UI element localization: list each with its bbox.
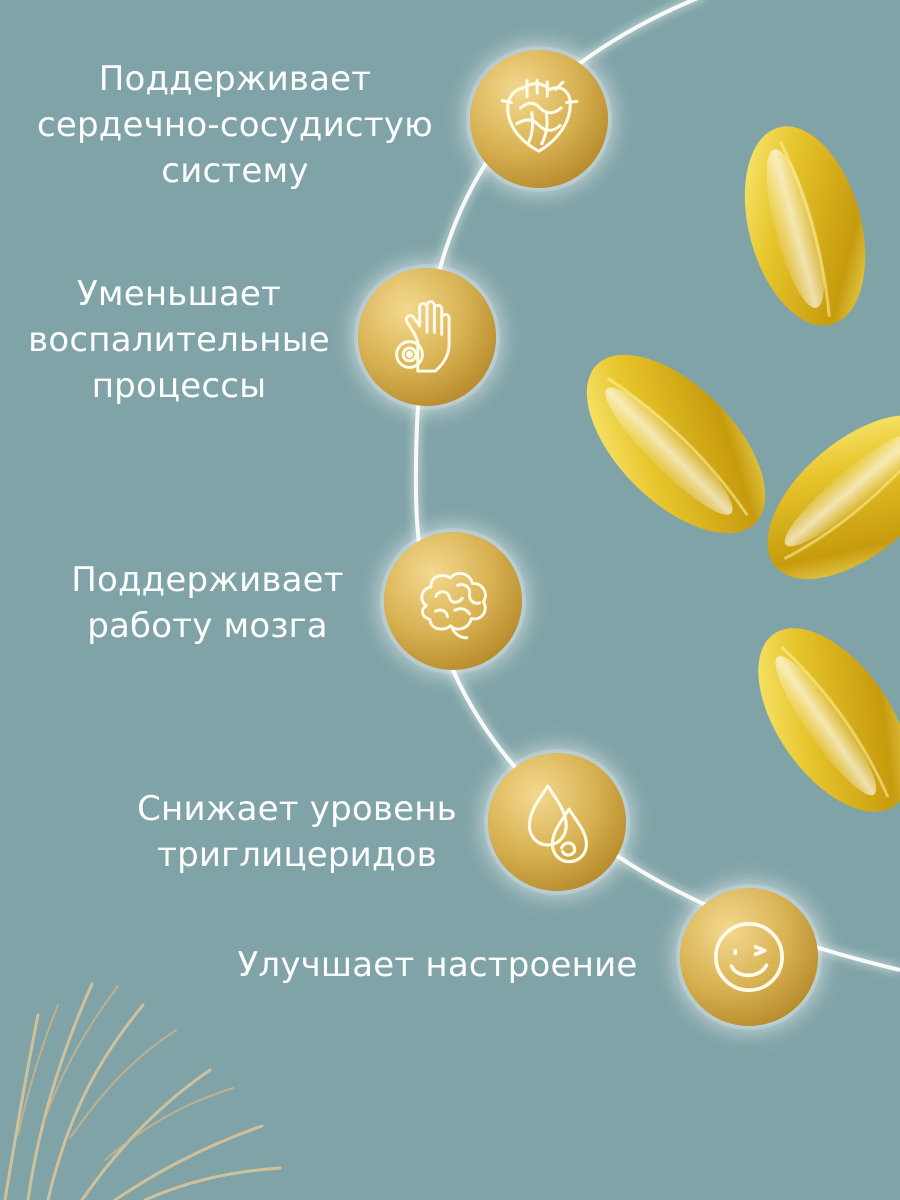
brain-icon xyxy=(420,571,487,640)
brain-badge xyxy=(384,532,522,670)
benefit-inflammation-text: Уменьшает воспалительные процессы xyxy=(4,272,354,410)
oil-drops-badge xyxy=(488,753,626,891)
benefit-inflammation-line-3: процессы xyxy=(91,365,267,406)
capsule-4 xyxy=(758,628,900,812)
benefit-brain-line-2: работу мозга xyxy=(87,605,328,646)
heart-badge xyxy=(470,50,608,188)
benefit-inflammation-line-2: воспалительные xyxy=(28,319,330,360)
heart-icon xyxy=(500,78,579,153)
capsule-3 xyxy=(767,414,900,580)
benefit-heart-line-1: Поддерживает xyxy=(98,59,372,99)
benefit-heart-text: Поддерживает сердечно-сосудистую систему xyxy=(18,57,452,195)
hand-inflammation-icon xyxy=(395,300,451,373)
wink-smile-icon xyxy=(714,922,784,992)
benefit-brain-text: Поддерживает работу мозга xyxy=(50,558,365,650)
benefit-triglycerides-line-2: триглицеридов xyxy=(157,834,437,875)
smile-badge xyxy=(680,888,818,1026)
benefit-brain-line-1: Поддерживает xyxy=(71,560,344,600)
benefit-mood-line-1: Улучшает настроение xyxy=(237,945,638,985)
hand-badge xyxy=(358,268,496,406)
benefit-mood-text: Улучшает настроение xyxy=(210,943,665,989)
capsule-1 xyxy=(744,126,866,326)
benefit-triglycerides-line-1: Снижает уровень xyxy=(137,789,457,829)
capsule-2 xyxy=(586,354,766,534)
benefit-inflammation-line-1: Уменьшает xyxy=(76,274,282,314)
benefit-heart-line-2: сердечно-сосудистую xyxy=(37,104,433,145)
benefit-heart-line-3: систему xyxy=(161,150,309,191)
oil-drops-icon xyxy=(527,784,589,864)
benefit-triglycerides-text: Снижает уровень триглицеридов xyxy=(112,787,482,879)
